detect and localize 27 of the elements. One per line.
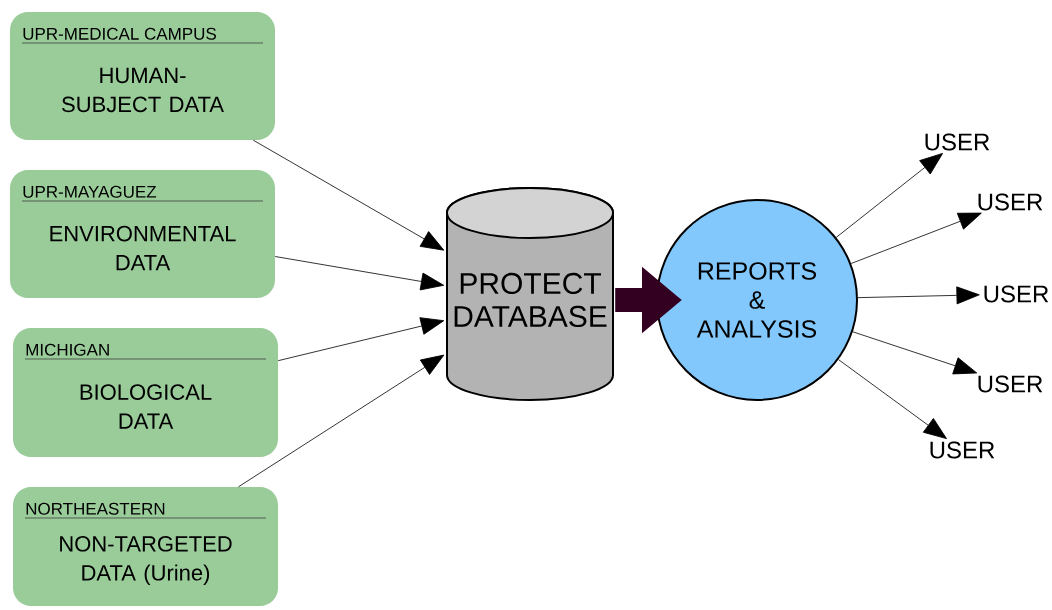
user-label: USER (984, 285, 1049, 303)
box-heading: UPR-MAYAGUEZ (21, 185, 264, 202)
box-text: HUMAN-SUBJECT DATA (62, 67, 224, 113)
arrow (238, 354, 445, 488)
arrow (852, 331, 978, 375)
arrow (850, 212, 982, 264)
arrow (835, 153, 943, 238)
arrow (252, 139, 445, 251)
user-label: USER (978, 193, 1043, 211)
box-heading: MICHIGAN (24, 343, 267, 360)
database-cylinder: PROTECT DATABASE (446, 187, 614, 401)
data-box (10, 170, 275, 298)
user-label: USER (930, 441, 995, 459)
box-heading: UPR-MEDICAL CAMPUS (21, 27, 264, 44)
arrow (277, 317, 445, 362)
arrow (857, 286, 980, 305)
data-box (10, 12, 275, 140)
box-text: ENVIRONMENTAL DATA (50, 225, 236, 271)
box-heading: NORTHEASTERN (24, 502, 267, 519)
arrow (274, 256, 445, 291)
data-box (13, 328, 278, 457)
data-box (13, 487, 278, 606)
user-label: USER (978, 375, 1043, 393)
arrow (838, 359, 947, 439)
user-label: USER (925, 133, 990, 151)
box-text: NON-TARGETED DATA (Urine) (60, 536, 232, 585)
box-text: BIOLOGICAL DATA (80, 384, 212, 429)
